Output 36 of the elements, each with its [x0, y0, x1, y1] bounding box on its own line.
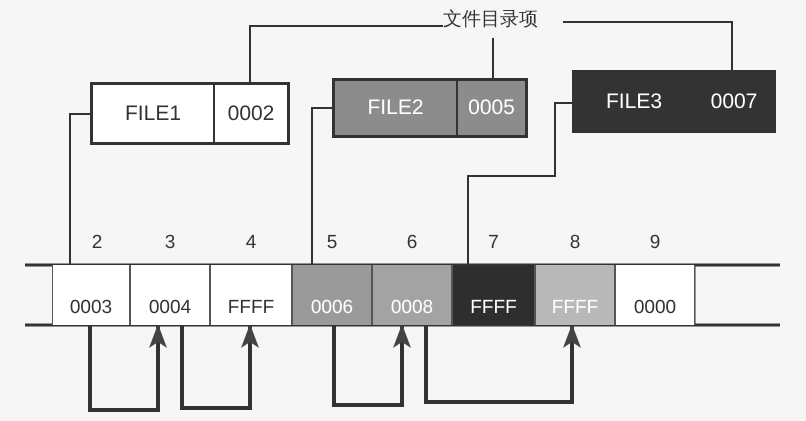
file-name: FILE3 — [575, 73, 695, 130]
leader-line — [249, 25, 443, 82]
fat-entry: 0003 — [52, 265, 130, 325]
leader-line — [563, 21, 733, 70]
cluster-number: 5 — [326, 232, 338, 254]
directory-entry-box — [572, 70, 776, 133]
cluster-number: 9 — [648, 232, 662, 254]
fat-entry: FFFF — [210, 265, 292, 325]
file-name: FILE2 — [335, 81, 458, 135]
leader-line — [492, 38, 494, 78]
arrow — [332, 324, 411, 407]
arrow — [424, 324, 581, 404]
cluster-number: 4 — [244, 232, 258, 254]
directory-entry-label: 文件目录项 — [443, 6, 563, 38]
start-cluster-number: 0002 — [226, 100, 276, 126]
directory-entry-box — [90, 82, 290, 145]
cluster-number: 8 — [568, 232, 582, 254]
leader-line — [467, 102, 572, 265]
start-cluster-number: 0005 — [467, 95, 516, 121]
fat-entry: 0004 — [130, 265, 210, 325]
fat-entry: 0006 — [292, 265, 372, 325]
arrow — [180, 324, 259, 410]
leader-line — [311, 107, 332, 265]
fat-entry: 0000 — [615, 265, 695, 325]
start-cluster-number: 0007 — [710, 88, 758, 114]
cluster-number: 7 — [487, 232, 500, 254]
fat-entry: 0008 — [372, 265, 452, 325]
arrow — [88, 324, 167, 412]
fat-entry: FFFF — [535, 265, 615, 325]
leader-line — [69, 113, 90, 265]
file-name: FILE1 — [93, 85, 215, 142]
fat-entry: FFFF — [452, 265, 535, 325]
cluster-number: 6 — [406, 232, 418, 254]
cluster-number: 2 — [90, 232, 104, 254]
directory-entry-box — [332, 78, 528, 138]
cluster-number: 3 — [164, 232, 176, 254]
